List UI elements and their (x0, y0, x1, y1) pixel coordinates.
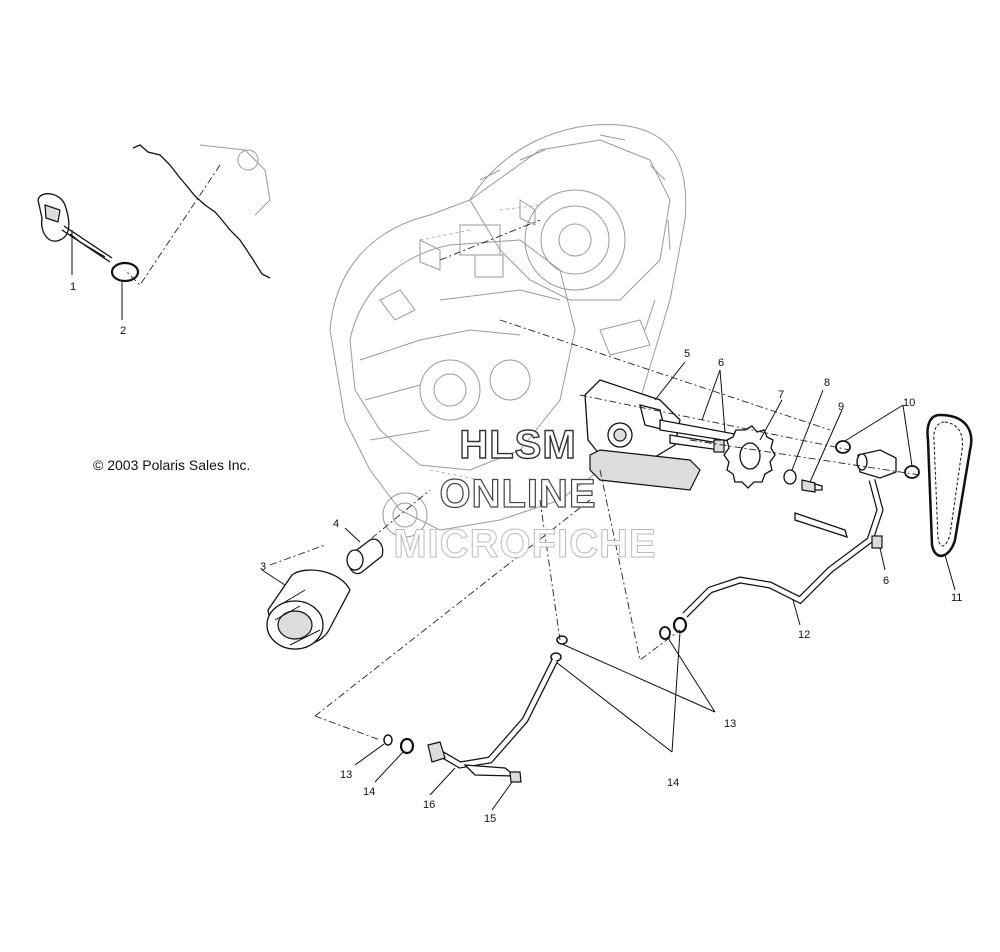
callout-3: 3 (260, 561, 266, 573)
watermark-line-2: ONLINE (439, 472, 596, 516)
callout-12: 12 (798, 629, 810, 641)
callout-7: 7 (778, 389, 784, 401)
callout-6b: 6 (883, 575, 889, 587)
filter-adapter (344, 527, 384, 575)
oil-tube-lower (427, 658, 559, 796)
oil-filter (261, 569, 351, 650)
oil-tube-upper (682, 479, 886, 626)
tube-washers-lower (354, 734, 522, 811)
callout-14b: 14 (363, 786, 375, 798)
callout-16: 16 (423, 799, 435, 811)
callout-10: 10 (903, 397, 915, 409)
sprocket (723, 399, 783, 489)
watermark-line-3: MICROFICHE (393, 522, 656, 566)
engine-crankcase-outline (329, 123, 687, 538)
callout-14a: 14 (667, 777, 679, 789)
callout-8: 8 (824, 377, 830, 389)
pump-bolts (659, 369, 746, 453)
callout-9: 9 (838, 401, 844, 413)
tube-washers-upper (550, 616, 716, 753)
callouts: 1 2 3 4 5 6 6 7 8 9 10 11 12 13 13 14 14… (70, 281, 962, 825)
assembly-lines (269, 219, 921, 741)
dipstick-inset (37, 144, 271, 320)
callout-1: 1 (70, 281, 76, 293)
callout-4: 4 (333, 518, 339, 530)
watermark-line-1: HLSM (459, 423, 576, 467)
oil-pump (584, 361, 701, 491)
callout-2: 2 (120, 325, 126, 337)
callout-5: 5 (684, 348, 690, 360)
dipstick (37, 193, 113, 263)
copyright-notice: © 2003 Polaris Sales Inc. (93, 457, 250, 473)
callout-13a: 13 (724, 718, 736, 730)
o-rings-and-tee (835, 404, 920, 479)
callout-15: 15 (484, 813, 496, 825)
callout-6a: 6 (718, 357, 724, 369)
watermark: HLSM ONLINE MICROFICHE (393, 422, 656, 566)
callout-11: 11 (951, 592, 962, 604)
dipstick-o-ring (110, 261, 140, 283)
callout-13b: 13 (340, 769, 352, 781)
chain (926, 413, 973, 591)
washer-and-bolt (783, 389, 843, 493)
